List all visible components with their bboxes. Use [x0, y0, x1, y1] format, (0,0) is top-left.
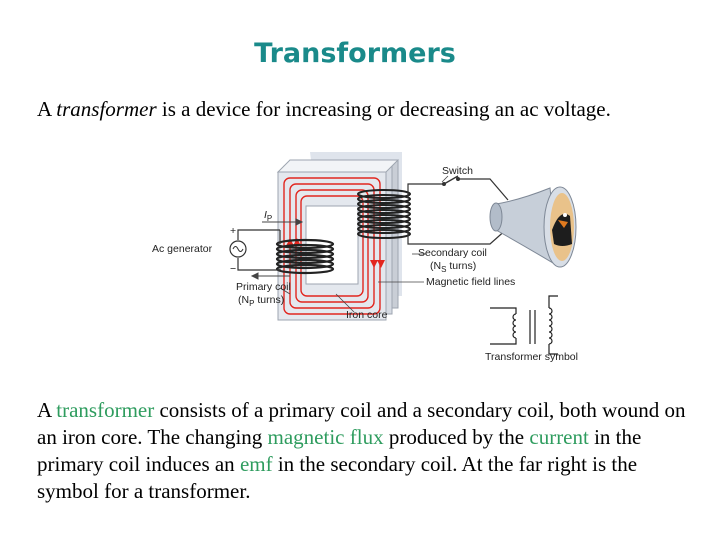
transformer-symbol-label: Transformer symbol — [485, 351, 578, 363]
primary-coil-label: Primary coil — [236, 281, 291, 293]
body-keyword-magnetic-flux: magnetic flux — [267, 425, 384, 449]
body-keyword-transformer: transformer — [56, 398, 155, 422]
current-arrows — [250, 218, 304, 280]
secondary-coil — [357, 189, 411, 239]
secondary-wires — [407, 178, 509, 245]
tv-tube-icon — [489, 186, 577, 268]
ac-plus-label: + — [230, 225, 236, 237]
magnetic-field-lines-label: Magnetic field lines — [426, 276, 515, 288]
intro-text-2: is a device for increasing or decreasing… — [156, 97, 611, 121]
body-keyword-current: current — [529, 425, 589, 449]
body-paragraph: A transformer consists of a primary coil… — [37, 397, 697, 505]
label-leaders — [279, 175, 449, 313]
intro-paragraph: A transformer is a device for increasing… — [37, 96, 687, 123]
intro-text-1: A — [37, 97, 57, 121]
intro-term: transformer — [56, 97, 157, 121]
primary-wires — [237, 229, 281, 271]
body-text-5: in the secondary coil. At the far right … — [37, 452, 638, 503]
body-keyword-emf: emf — [239, 452, 273, 476]
current-label: IP — [264, 209, 272, 223]
secondary-turns-label: (NS turns) — [430, 260, 476, 274]
body-text-2: consists of a primary coil and a seconda… — [37, 398, 686, 449]
secondary-coil-label: Secondary coil — [418, 247, 487, 259]
ac-generator-icon — [229, 240, 247, 258]
ac-generator-label: Ac generator — [152, 243, 213, 255]
iron-core-label: Iron core — [346, 309, 388, 321]
primary-coil — [275, 238, 335, 275]
transformer-symbol-icon — [490, 295, 558, 355]
body-text-1: A — [37, 398, 57, 422]
primary-turns-label: (NP turns) — [238, 294, 284, 308]
ac-minus-label: − — [230, 263, 236, 275]
switch-label: Switch — [442, 165, 473, 177]
body-text-3: produced by the — [383, 425, 530, 449]
switch-icon — [442, 175, 460, 186]
body-text-4: in the primary coil induces an — [37, 425, 642, 476]
transformer-diagram: Switch IP + − Ac generator Primary coil … — [152, 152, 578, 363]
slide-title: Transformers — [254, 38, 456, 69]
